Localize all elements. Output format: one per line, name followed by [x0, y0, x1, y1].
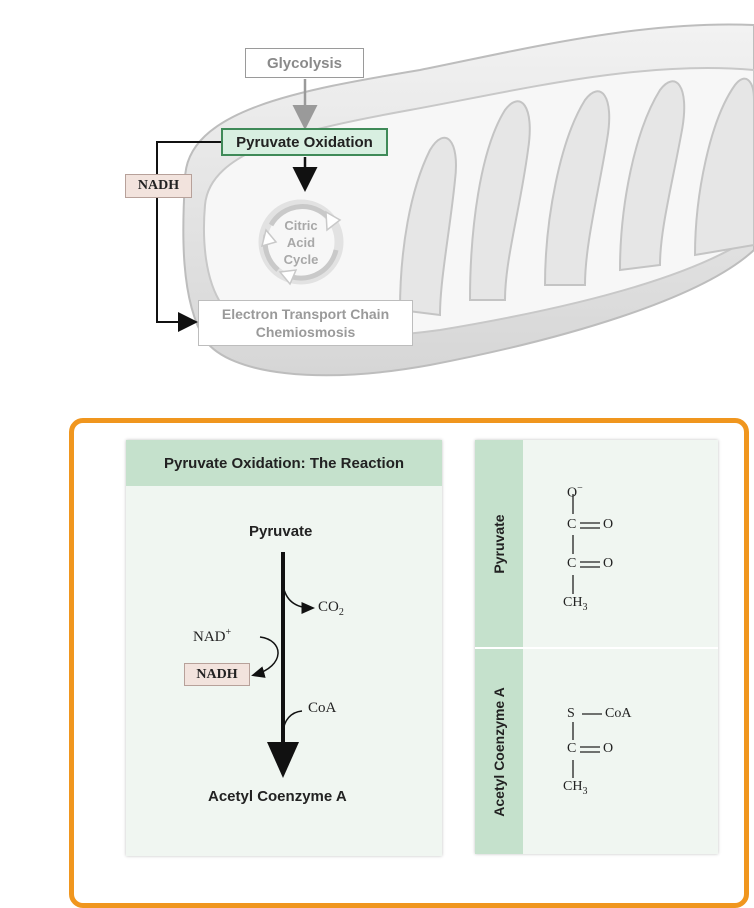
reaction-nadh-badge: NADH: [184, 663, 250, 686]
coa-branch: [282, 710, 303, 733]
acetyl-s: S: [567, 706, 575, 721]
pyruvate-o2: O: [603, 556, 614, 571]
reaction-title: Pyruvate Oxidation: The Reaction: [126, 440, 442, 486]
nad-curve: [251, 636, 279, 678]
coa-label: CoA: [308, 700, 337, 716]
pyruvate-side-label: Pyruvate: [475, 440, 523, 647]
nadh-badge: NADH: [125, 174, 192, 198]
pyruvate-c2: C: [567, 556, 577, 571]
pyruvate-o-minus: O−: [567, 483, 583, 501]
molecule-divider: [475, 647, 718, 649]
acetyl-ch3: CH3: [563, 779, 588, 797]
citric-acid-cycle-label: Citric Acid Cycle: [266, 214, 336, 270]
acetyl-coa: CoA: [605, 706, 632, 721]
pyruvate-o1: O: [603, 517, 614, 532]
nad-label: NAD+: [193, 627, 232, 645]
co2-label: CO2: [318, 599, 344, 618]
cycle-word-1: Citric: [284, 217, 318, 233]
pyruvate-bonds: [572, 494, 600, 594]
etc-line-1: Electron Transport Chain: [221, 306, 390, 322]
molecule-card: Pyruvate Acetyl Coenzyme A: [475, 440, 718, 854]
acetyl-bonds: [572, 713, 602, 778]
pyruvate-oxidation-box: Pyruvate Oxidation: [221, 128, 388, 156]
acetyl-side-label: Acetyl Coenzyme A: [475, 649, 523, 854]
reaction-arrows: [251, 552, 315, 778]
electron-transport-box: Electron Transport Chain Chemiosmosis: [198, 300, 413, 346]
etc-line-2: Chemiosmosis: [255, 324, 356, 340]
reaction-start-label: Pyruvate: [249, 523, 313, 540]
cycle-word-3: Cycle: [283, 251, 319, 267]
acetyl-c: C: [567, 741, 577, 756]
cycle-word-2: Acid: [286, 234, 316, 250]
pyruvate-c1: C: [567, 517, 577, 532]
co2-branch: [282, 584, 315, 614]
glycolysis-box: Glycolysis: [245, 48, 364, 78]
pyruvate-ch3: CH3: [563, 595, 588, 613]
nadh-path-arrow: [156, 141, 221, 332]
cristae: [398, 77, 754, 317]
acetyl-o: O: [603, 741, 614, 756]
reaction-end-label: Acetyl Coenzyme A: [208, 788, 347, 805]
